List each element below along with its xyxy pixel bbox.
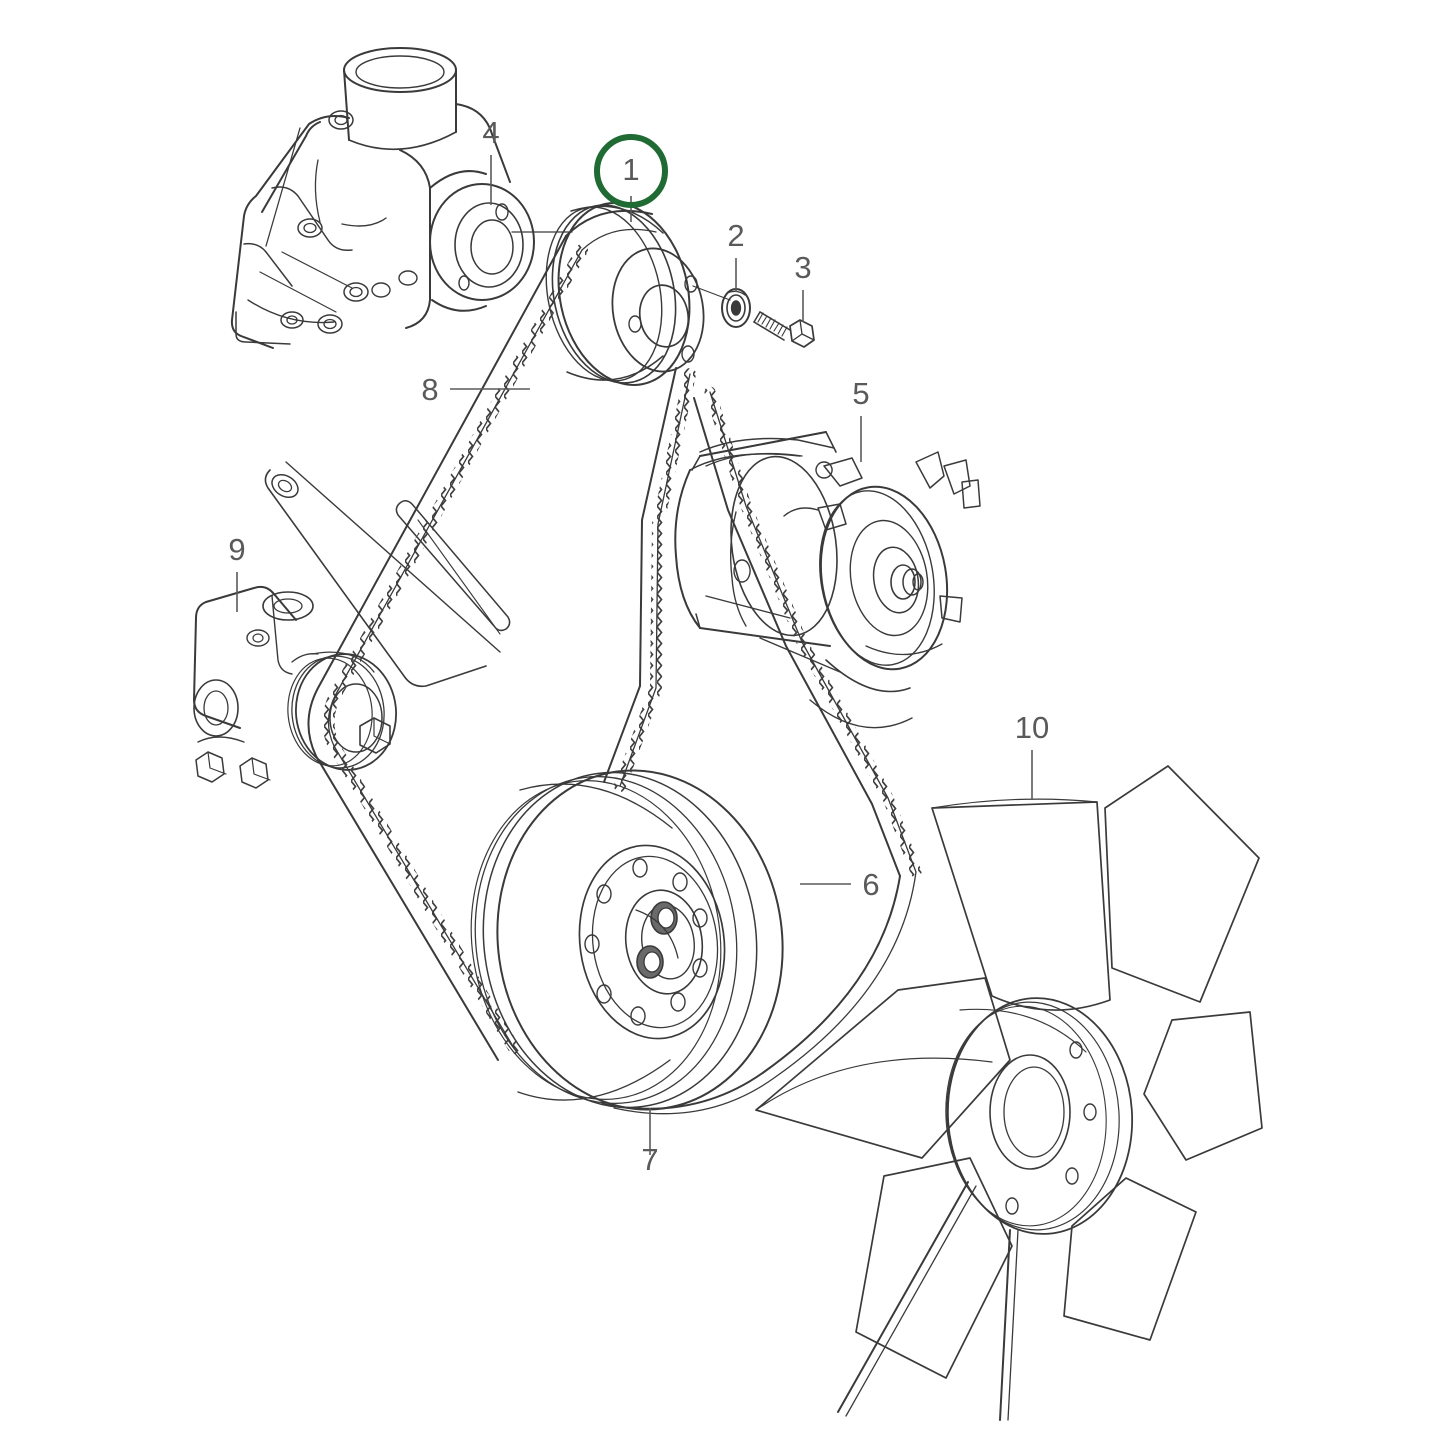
- callout-number-4: 4: [482, 115, 499, 150]
- part-fan-belt: [307, 209, 696, 1061]
- callout-2[interactable]: 2: [727, 218, 745, 292]
- part-hex-bolt: [753, 311, 815, 348]
- highlight-ring: [594, 134, 668, 208]
- callout-number-5: 5: [852, 376, 869, 411]
- part-crankshaft-pulley: [470, 769, 784, 1111]
- callout-5[interactable]: 5: [852, 376, 870, 462]
- callout-number-7: 7: [641, 1142, 658, 1177]
- part-alternator-belt: [601, 386, 922, 1115]
- callout-3[interactable]: 3: [794, 250, 812, 322]
- callout-4[interactable]: 4: [482, 115, 500, 205]
- part-washer: [721, 288, 751, 328]
- callout-number-1: 1: [622, 152, 639, 187]
- part-water-pump: [230, 47, 535, 349]
- callout-number-6: 6: [862, 867, 879, 902]
- callout-number-2: 2: [727, 218, 744, 253]
- callout-6[interactable]: 6: [800, 867, 880, 902]
- part-idler-tensioner-pulley: [193, 461, 511, 789]
- callout-9[interactable]: 9: [228, 532, 246, 612]
- callout-number-3: 3: [794, 250, 811, 285]
- callout-10[interactable]: 10: [1015, 710, 1049, 800]
- part-fan-pulley: [511, 202, 731, 386]
- callout-number-10: 10: [1015, 710, 1049, 745]
- callout-7[interactable]: 7: [641, 1108, 659, 1177]
- part-alternator: [674, 431, 981, 671]
- callout-1[interactable]: 1: [594, 134, 668, 222]
- callout-number-8: 8: [421, 372, 438, 407]
- callout-8[interactable]: 8: [421, 372, 530, 407]
- callout-number-9: 9: [228, 532, 245, 567]
- part-cooling-fan: [755, 765, 1263, 1421]
